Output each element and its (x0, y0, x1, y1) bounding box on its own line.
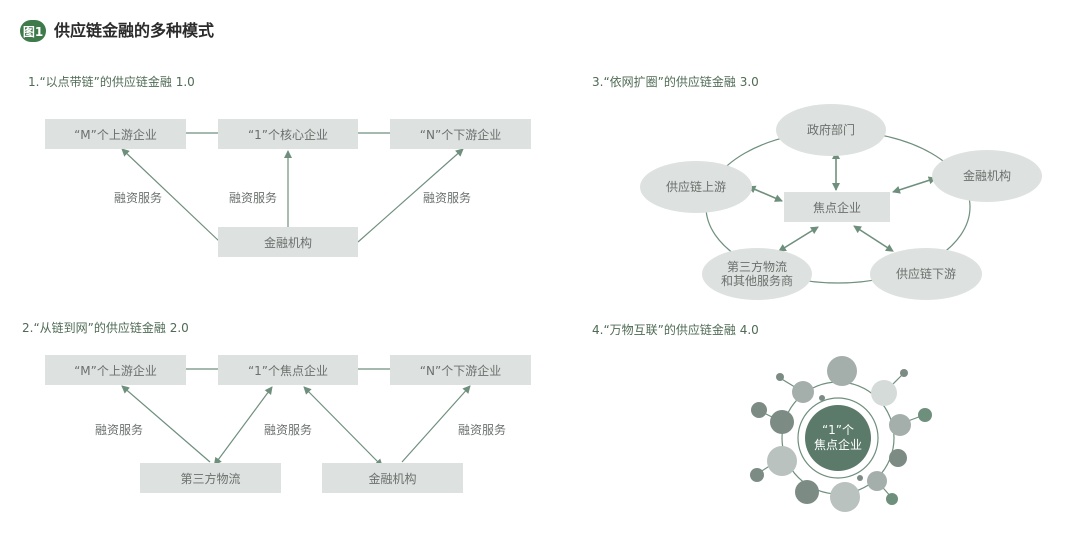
s4-hub-line2: 焦点企业 (813, 438, 862, 452)
s3-upstream-node: 供应链上游 (640, 161, 752, 213)
section2-title: 2.“从链到网”的供应链金融 2.0 (22, 321, 189, 335)
s3-logistics-line2: 和其他服务商 (720, 274, 793, 288)
s2-logistics-box: 第三方物流 (140, 463, 281, 493)
s4-hub-line1: “1”个 (821, 423, 855, 437)
section1-title: 1.“以点带链”的供应链金融 1.0 (28, 75, 195, 89)
s2-focal-box: “1”个焦点企业 (218, 355, 358, 385)
s2-finance-box: 金融机构 (322, 463, 463, 493)
s2-upstream-box: “M”个上游企业 (45, 355, 186, 385)
s3-finance-node: 金融机构 (932, 150, 1042, 202)
s1-downstream-box: “N”个下游企业 (390, 119, 531, 149)
s1-finance-box: 金融机构 (218, 227, 358, 257)
s4-hub-label: “1”个 焦点企业 (805, 423, 871, 453)
figure-badge: 图1 (20, 20, 46, 42)
s3-downstream-node: 供应链下游 (870, 248, 982, 300)
s3-logistics-node: 第三方物流 和其他服务商 (702, 248, 812, 300)
s1-label-left: 融资服务 (114, 191, 163, 205)
s3-focal-box: 焦点企业 (784, 192, 890, 222)
s1-label-mid: 融资服务 (229, 191, 278, 205)
s2-label-mid: 融资服务 (264, 423, 313, 437)
s1-upstream-box: “M”个上游企业 (45, 119, 186, 149)
s1-core-box: “1”个核心企业 (218, 119, 358, 149)
section3-title: 3.“依网扩圈”的供应链金融 3.0 (592, 75, 759, 89)
figure-title: 供应链金融的多种模式 (54, 21, 215, 40)
s1-label-right: 融资服务 (423, 191, 472, 205)
s3-logistics-line1: 第三方物流 (726, 260, 787, 274)
s2-downstream-box: “N”个下游企业 (390, 355, 531, 385)
s2-label-left: 融资服务 (95, 423, 144, 437)
s2-label-right: 融资服务 (458, 423, 507, 437)
section4-title: 4.“万物互联”的供应链金融 4.0 (592, 323, 759, 337)
s3-government-node: 政府部门 (776, 104, 886, 156)
